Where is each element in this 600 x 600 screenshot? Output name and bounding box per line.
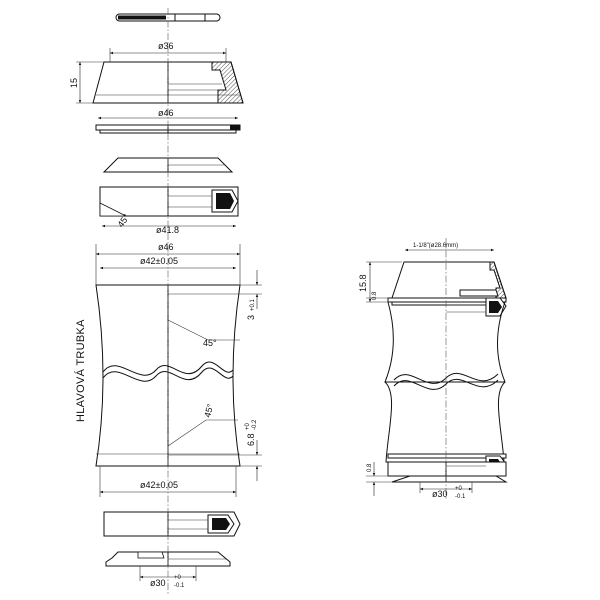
crown-race-diameter-label: ø41.8: [156, 225, 179, 235]
steerer-label: 1-1/8"(ø28.6mm): [413, 243, 458, 249]
tube-bore-bottom-label: ø42±0.05: [140, 480, 178, 490]
stack-height-label: 15.8: [358, 274, 368, 292]
assembly-bottom-diameter-tol-upper: +0: [455, 486, 463, 492]
tube-bottom-offset-tol-upper: +0: [245, 422, 251, 430]
tube-bottom-offset-main: 6.8: [246, 433, 256, 446]
bottom-gap-label: 0.8: [367, 463, 373, 472]
head-tube-label: HLAVOVÁ TRUBKA: [74, 319, 87, 422]
assembled-view: 1-1/8"(ø28.6mm) 15.8 0.8: [358, 238, 508, 500]
tube-bottom-offset-tol-lower: -0.2: [252, 419, 258, 430]
assembly-bottom-diameter-main: ø30: [432, 489, 448, 499]
top-cup-diameter-label: ø46: [158, 108, 174, 118]
exploded-view: ø36 15 ø46 45°: [69, 8, 262, 595]
tube-top-angle-label: 45°: [203, 338, 217, 348]
assembly-bottom-diameter-tol-lower: -0.1: [455, 494, 466, 500]
tube-outer-diameter-label: ø46: [158, 242, 174, 252]
top-gap-label: 0.8: [372, 291, 378, 300]
base-diameter-main: ø30: [150, 578, 166, 588]
tube-bore-main-label: ø42±0.05: [140, 256, 178, 266]
tube-top-offset-tol: +0.1: [250, 298, 256, 311]
bearing-crown-race: [99, 186, 239, 217]
cap-diameter-label: ø36: [158, 41, 174, 51]
base-diameter-tol-upper: +0: [174, 575, 182, 581]
cap-height-label: 15: [69, 78, 79, 88]
top-cap: [92, 61, 244, 104]
tube-bottom-angle-label: 45°: [202, 402, 215, 418]
base-diameter-tol-lower: -0.1: [174, 583, 185, 589]
tube-top-offset-main: 3: [246, 315, 256, 320]
lower-bearing: [103, 511, 241, 537]
